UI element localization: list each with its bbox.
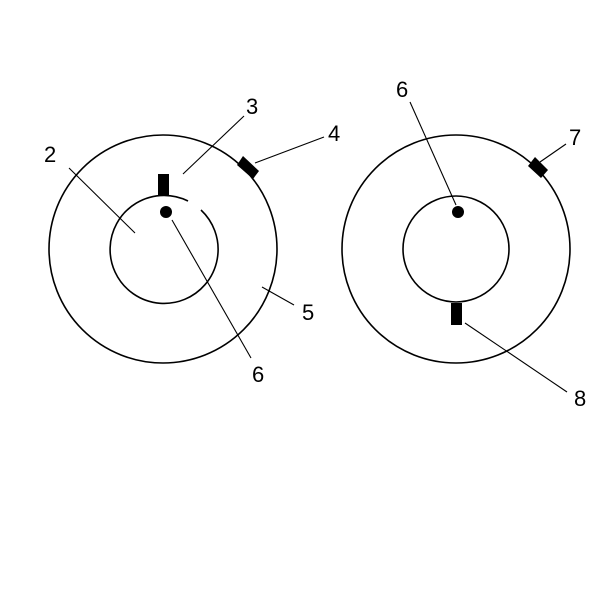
callout-3: 3	[246, 94, 258, 119]
callout-6-right: 6	[396, 77, 408, 102]
left-inner-ring	[109, 194, 219, 305]
right-assembly: 6 7 8	[341, 77, 586, 411]
left-outer-ring	[48, 134, 278, 364]
left-timing-mark	[158, 174, 169, 196]
leader-2	[68, 167, 136, 234]
callout-8: 8	[574, 386, 586, 411]
leader-5	[261, 286, 295, 306]
leader-4	[254, 136, 325, 164]
callout-4: 4	[328, 121, 340, 146]
right-outer-notch	[528, 157, 548, 178]
callout-7: 7	[569, 125, 581, 150]
left-assembly: 2 3 4 5 6	[44, 94, 340, 387]
left-center-dot	[160, 206, 172, 218]
leader-7	[539, 143, 567, 163]
callout-2: 2	[44, 142, 56, 167]
leader-3	[182, 115, 245, 175]
leader-6-right	[409, 101, 457, 206]
right-timing-mark	[451, 303, 462, 325]
left-outer-notch	[237, 156, 259, 179]
right-inner-ring	[402, 195, 510, 303]
right-center-dot	[452, 206, 464, 218]
leader-6-left	[171, 219, 252, 359]
callout-5: 5	[302, 300, 314, 325]
right-outer-ring	[341, 134, 571, 364]
callout-6-left: 6	[252, 362, 264, 387]
leader-8	[464, 322, 568, 393]
